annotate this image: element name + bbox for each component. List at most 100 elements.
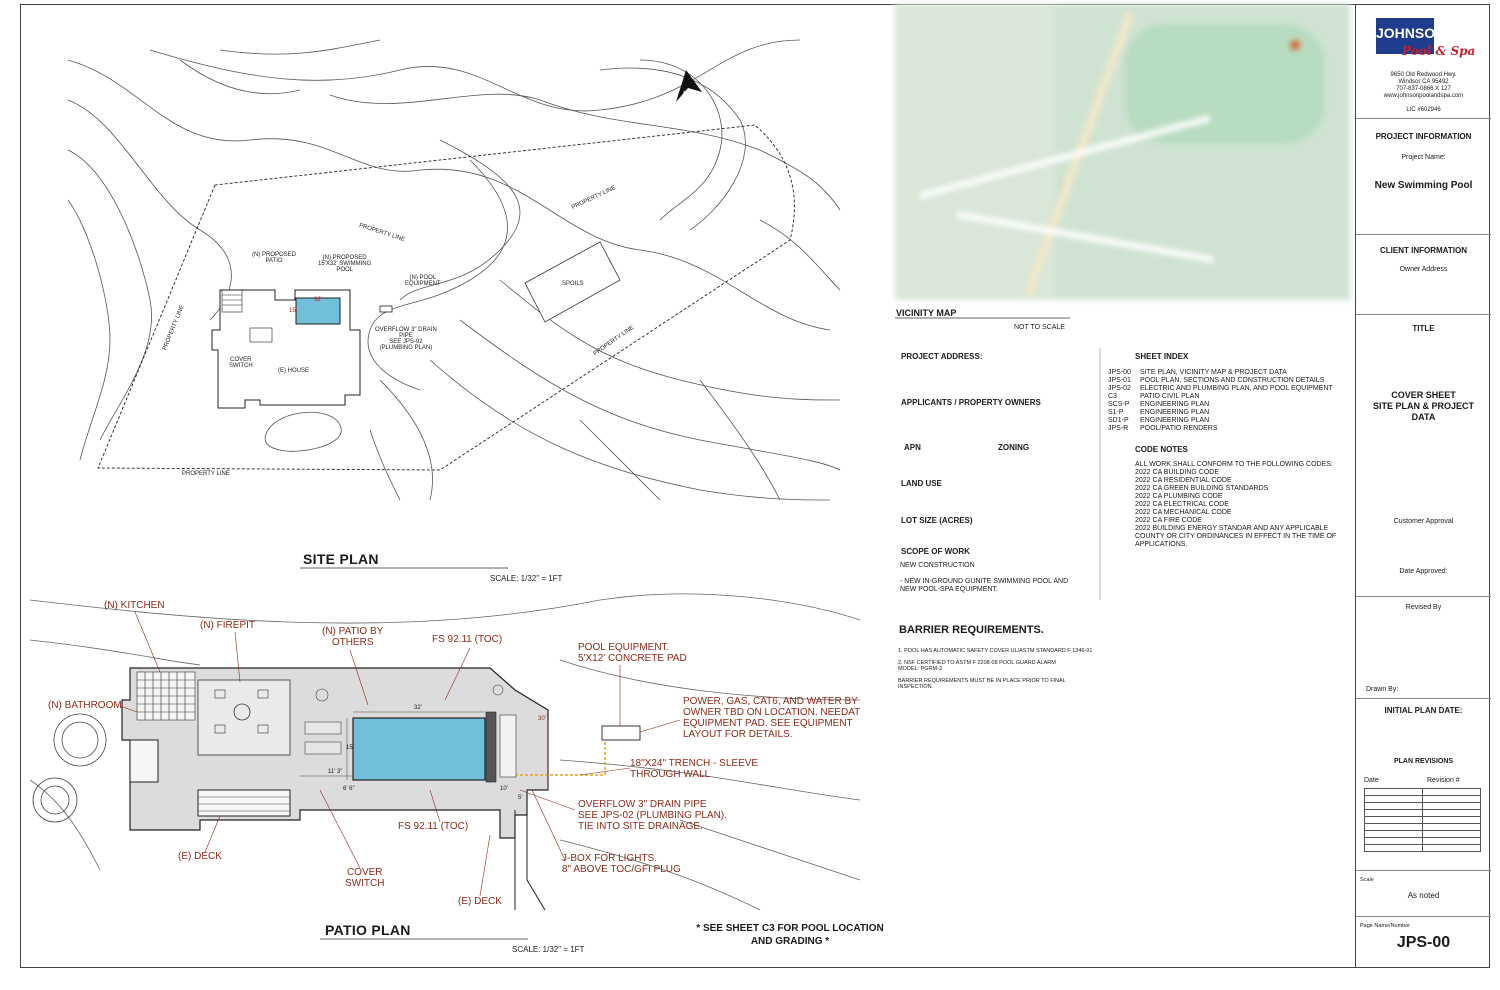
site-label-proposed-pool: (N) PROPOSED 15'X32' SWIMMING POOL	[318, 255, 372, 273]
patio-dim-15: 15'	[346, 745, 354, 751]
scale-label: Scale	[1360, 877, 1374, 883]
zoning-label: ZONING	[998, 443, 1030, 452]
existing-deck-bottom	[514, 810, 546, 911]
patio-label-cover-switch: COVER SWITCH	[345, 867, 385, 889]
patio-label-deck-bottom: (E) DECK	[458, 896, 502, 907]
patio-pool	[352, 717, 486, 781]
page-number: JPS-00	[1396, 934, 1451, 951]
lot-size-label: LOT SIZE (ACRES)	[901, 516, 973, 525]
tree-icons	[32, 713, 107, 823]
patio-contours	[29, 593, 861, 911]
site-label-pool-equipment: (N) POOL EQUIPMENT	[405, 275, 441, 287]
site-plan-title: SITE PLAN	[303, 551, 379, 567]
patio-plan-note: * SEE SHEET C3 FOR POOL LOCATION AND GRA…	[696, 923, 884, 947]
scale-section: Scale As noted	[1356, 872, 1491, 917]
revision-date-header: Date	[1364, 777, 1379, 784]
patio-dim-32: 32'	[414, 705, 422, 711]
patio-dim-10: 10'	[500, 786, 508, 792]
date-approved-label: Date Approved:	[1399, 568, 1448, 575]
company-address: 9650 Old Redwood Hwy. Windsor CA 95492 7…	[1383, 72, 1464, 99]
site-label-pool-length: 32'	[314, 297, 322, 303]
revised-by-section: Revised By Drawn By:	[1356, 598, 1491, 699]
bathroom	[129, 739, 159, 783]
company-license: LIC #602946	[1406, 107, 1441, 113]
revised-by-label: Revised By	[1405, 604, 1442, 611]
site-label-spoils: SPOILS	[562, 281, 584, 287]
site-label-overflow: OVERFLOW 3" DRAIN PIPE SEE JPS-02 (PLUMB…	[375, 327, 437, 351]
north-arrow-icon	[676, 70, 702, 102]
patio-label-fs-toc-top: FS 92.11 (TOC)	[432, 634, 503, 645]
site-plan-scale: SCALE: 1/32" = 1FT	[490, 574, 563, 583]
sheet-index-codes: JPS-00 JPS-01 JPS-02 C3 SCS-P S1-P SD1-P…	[1108, 369, 1131, 432]
patio-plan-title: PATIO PLAN	[325, 922, 411, 938]
patio-label-firepit: (N) FIREPIT	[200, 620, 255, 631]
vicinity-map-title: VICINITY MAP	[896, 308, 957, 318]
patio-label-patio-by-others: (N) PATIO BY OTHERS	[322, 626, 384, 648]
site-label-house: (E) HOUSE	[278, 368, 310, 374]
trench	[515, 740, 606, 776]
page-number-section: Page Name/Number JPS-00	[1356, 918, 1491, 968]
patio-label-pool-equipment: POOL EQUIPMENT. 5'X12' CONCRETE PAD	[578, 642, 687, 664]
applicants-label: APPLICANTS / PROPERTY OWNERS	[901, 398, 1041, 407]
patio-label-jbox: J-BOX FOR LIGHTS. 8" ABOVE TOC/GFI PLUG	[562, 853, 681, 875]
kitchen-grid	[136, 671, 196, 721]
existing-deck-left	[197, 789, 291, 817]
project-information-label: PROJECT INFORMATION	[1375, 132, 1472, 141]
revision-number-header: Revision #	[1427, 777, 1460, 784]
patio-label-deck-left: (E) DECK	[178, 851, 222, 862]
project-name: New Swimming Pool	[1374, 180, 1473, 191]
site-label-proposed-patio: (N) PROPOSED PATIO	[252, 252, 297, 264]
title-section: TITLE COVER SHEET SITE PLAN & PROJECT DA…	[1356, 316, 1491, 597]
scope-of-work-items: NEW CONSTRUCTION - NEW IN-GROUND GUNITE …	[900, 562, 1069, 593]
site-pool	[295, 297, 341, 325]
title-label: TITLE	[1412, 324, 1435, 333]
patio-dim-6: 6' 6"	[343, 786, 355, 792]
patio-label-overflow: OVERFLOW 3" DRAIN PIPE SEE JPS-02 (PLUMB…	[578, 799, 727, 832]
sheet-index-descriptions: SITE PLAN, VICINITY MAP & PROJECT DATA P…	[1140, 369, 1333, 432]
north-label: N	[683, 91, 689, 98]
revisions-table	[1364, 788, 1481, 852]
customer-approval-label: Customer Approval	[1393, 518, 1454, 525]
firepit-area	[197, 679, 291, 756]
site-label-pool-width: 15'	[289, 308, 297, 314]
patio-label-trench: 18"X24" TRENCH - SLEEVE THROUGH WALL	[630, 758, 759, 780]
title-block-logo-section: JOHNSON Pool & Spa 9650 Old Redwood Hwy.…	[1356, 4, 1491, 119]
patio-label-bathroom: (N) BATHROOM	[48, 700, 122, 711]
patio-label-power: POWER, GAS, CAT6, AND WATER BY OWNER TBD…	[683, 696, 861, 740]
barrier-title: BARRIER REQUIREMENTS.	[899, 624, 1044, 636]
patio-label-kitchen: (N) KITCHEN	[104, 600, 165, 611]
page-name-label: Page Name/Number	[1360, 923, 1411, 929]
scope-of-work-label: SCOPE OF WORK	[901, 547, 970, 556]
vicinity-map-image	[895, 4, 1350, 300]
client-information-section: CLIENT INFORMATION Owner Address	[1356, 236, 1491, 315]
drawing-sheet	[20, 4, 1490, 968]
sheet-index-title: SHEET INDEX	[1135, 352, 1189, 361]
contour-lines	[67, 39, 841, 501]
title-block: JOHNSON Pool & Spa 9650 Old Redwood Hwy.…	[1355, 4, 1491, 968]
company-logo: JOHNSON	[1376, 18, 1445, 54]
drawn-by-label: Drawn By:	[1366, 686, 1399, 693]
patio-plan-scale: SCALE: 1/32" = 1FT	[512, 945, 585, 954]
vicinity-scale-note: NOT TO SCALE	[1014, 324, 1065, 331]
code-notes-title: CODE NOTES	[1135, 445, 1188, 454]
site-label-property-line: PROPERTY LINE	[182, 471, 230, 477]
patio-label-fs-toc-bottom: FS 92.11 (TOC)	[398, 821, 469, 832]
company-logo-script: Pool & Spa	[1402, 44, 1476, 58]
project-address-label: PROJECT ADDRESS:	[901, 352, 983, 361]
plan-revisions-label: PLAN REVISIONS	[1393, 758, 1454, 765]
scale-value: As noted	[1407, 891, 1440, 900]
project-information-section: PROJECT INFORMATION Project Name: New Sw…	[1356, 120, 1491, 235]
code-notes-text: ALL WORK SHALL CONFORM TO THE FOLLOWING …	[1135, 461, 1337, 548]
property-line	[97, 124, 795, 471]
site-label-cover-switch: COVER SWITCH	[229, 357, 253, 369]
project-name-label: Project Name:	[1401, 154, 1446, 161]
owner-address-label: Owner Address	[1399, 266, 1448, 273]
spoils-area	[524, 241, 621, 323]
plan-dates-section: INITIAL PLAN DATE: PLAN REVISIONS Date R…	[1356, 700, 1491, 871]
land-use-label: LAND USE	[901, 479, 942, 488]
client-information-label: CLIENT INFORMATION	[1380, 246, 1467, 255]
sheet-title: COVER SHEET SITE PLAN & PROJECT DATA	[1372, 390, 1474, 422]
patio-dim-11-3: 11' 3"	[328, 769, 343, 775]
equipment-pad	[601, 725, 641, 741]
